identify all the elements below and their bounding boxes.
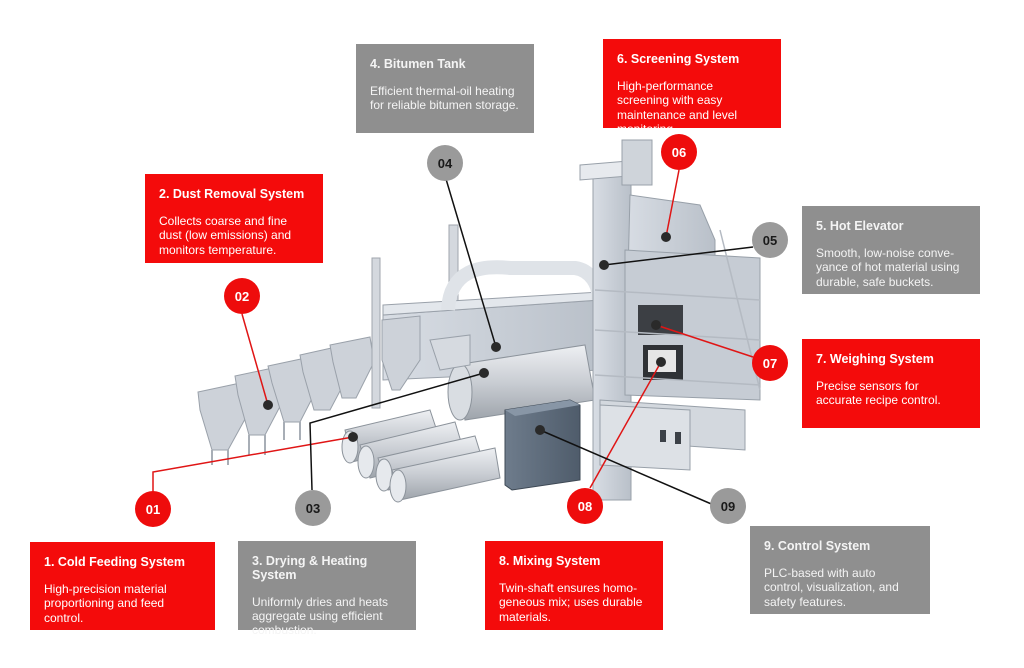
callout-description: Smooth, low-noise conve-yance of hot mat… (816, 245, 960, 289)
callout-hot-elevator: 5. Hot Elevator Smooth, low-noise conve-… (802, 206, 980, 294)
callout-description: High-performance screening with easy mai… (617, 78, 738, 136)
callout-title: 7. Weighing System (816, 352, 934, 366)
mixing-tower (579, 139, 761, 501)
callout-bitumen-tank: 4. Bitumen Tank Efficient thermal-oil he… (356, 44, 534, 133)
callout-description: Collects coarse and fine dust (low emiss… (159, 213, 292, 257)
callout-screening-system: 6. Screening System High-performance scr… (603, 39, 781, 136)
callout-dust-removal-system: 2. Dust Removal System Collects coarse a… (145, 174, 323, 263)
callout-title: 2. Dust Removal System (159, 187, 305, 201)
callout-title: 6. Screening System (617, 52, 740, 66)
leader-04 (445, 178, 497, 348)
leader-02 (241, 313, 269, 406)
anchor-dot-06 (661, 232, 671, 242)
badge-07[interactable]: 07 (752, 345, 788, 381)
badge-02[interactable]: 02 (224, 278, 260, 314)
callout-title: 1. Cold Feeding System (44, 555, 186, 569)
callout-description: Precise sensors for accurate recipe cont… (816, 378, 941, 408)
callout-description: Twin-shaft ensures homo-geneous mix; use… (499, 580, 643, 624)
callout-title: 4. Bitumen Tank (370, 57, 466, 71)
callout-drying-heating-system: 3. Drying & Heating System Uniformly dri… (238, 541, 416, 637)
callout-description: High-precision material proportioning an… (44, 581, 167, 625)
badge-03[interactable]: 03 (295, 490, 331, 526)
leader-07 (655, 324, 754, 358)
leader-06 (665, 169, 680, 238)
callout-description: Efficient thermal-oil heating for reliab… (370, 83, 519, 113)
anchor-dot-02 (263, 400, 273, 410)
badge-08[interactable]: 08 (567, 488, 603, 524)
callout-control-system: 9. Control System PLC-based with auto co… (750, 526, 930, 614)
callout-weighing-system: 7. Weighing System Precise sensors for a… (802, 339, 980, 428)
callout-title: 5. Hot Elevator (816, 219, 904, 233)
anchor-dot-04 (491, 342, 501, 352)
anchor-dot-01 (348, 432, 358, 442)
callout-cold-feeding-system: 1. Cold Feeding System High-precision ma… (30, 542, 215, 630)
control-cabin (504, 399, 581, 491)
leader-03 (309, 372, 485, 491)
cold-feed-bins (197, 336, 375, 465)
leader-08 (589, 361, 662, 489)
badge-04[interactable]: 04 (427, 145, 463, 181)
badge-01[interactable]: 01 (135, 491, 171, 527)
anchor-dot-08 (656, 357, 666, 367)
anchor-dot-09 (535, 425, 545, 435)
anchor-dots (263, 232, 671, 442)
leader-09 (539, 429, 717, 507)
leader-05 (603, 246, 754, 266)
badge-05[interactable]: 05 (752, 222, 788, 258)
callout-description: Uniformly dries and heats aggregate usin… (252, 594, 389, 638)
callout-title: 8. Mixing System (499, 554, 601, 568)
bitumen-tanks (341, 409, 501, 503)
anchor-dot-05 (599, 260, 609, 270)
anchor-dot-07 (651, 320, 661, 330)
callout-mixing-system: 8. Mixing System Twin-shaft ensures homo… (485, 541, 663, 630)
badge-09[interactable]: 09 (710, 488, 746, 524)
anchor-dot-03 (479, 368, 489, 378)
callout-title: 3. Drying & Heating System (252, 554, 368, 582)
callout-title: 9. Control System (764, 539, 871, 553)
callout-description: PLC-based with auto control, visualizati… (764, 565, 899, 609)
badge-06[interactable]: 06 (661, 134, 697, 170)
